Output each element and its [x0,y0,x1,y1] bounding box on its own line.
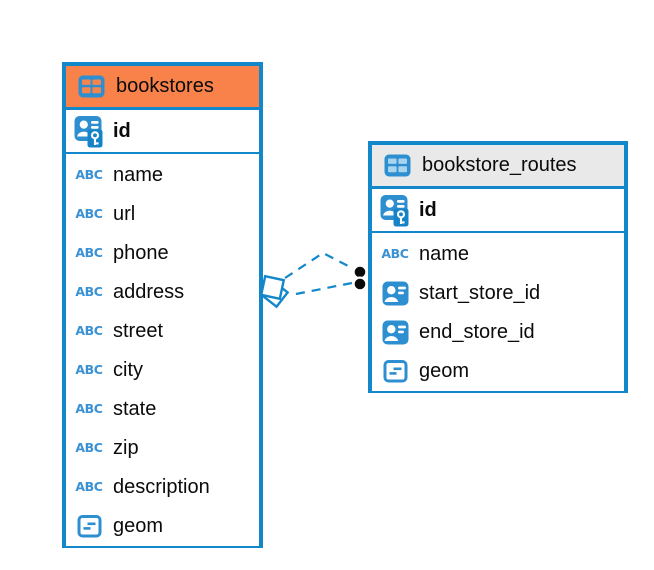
column-row[interactable]: ABC name [66,156,259,195]
text-icon: ABC [75,245,103,261]
text-icon: ABC [75,362,103,378]
table-icon [381,154,413,177]
text-icon: ABC [75,323,103,339]
column-row[interactable]: ABC name [372,235,624,274]
text-icon: ABC [75,284,103,300]
table-title: bookstore_routes [422,154,577,176]
text-icon: ABC [75,440,103,456]
column-label: end_store_id [419,321,535,343]
geometry-icon [73,514,105,539]
column-label: url [113,203,136,225]
person-key-icon [73,115,105,148]
person-key-icon [379,194,411,227]
relationship-line-end-store [295,281,353,296]
column-row[interactable]: ABC street [66,312,259,351]
column-label: city [113,359,143,381]
table-header-bookstores[interactable]: bookstores [66,66,259,110]
many-end-diamond-marker [259,274,290,309]
table-bookstore-routes[interactable]: bookstore_routes id ABC name start_store_i… [368,141,628,393]
text-icon: ABC [75,206,103,222]
column-label: geom [113,515,164,537]
text-icon: ABC [381,246,409,262]
one-end-dot-marker [352,276,368,292]
table-title: bookstores [116,75,214,97]
column-label: id [113,119,131,142]
column-label: geom [419,360,470,382]
column-label: id [419,198,437,221]
column-row[interactable]: ABC phone [66,234,259,273]
column-label: phone [113,242,169,264]
column-row[interactable]: ABC description [66,468,259,507]
column-label: street [113,320,164,342]
column-row[interactable]: ABC url [66,195,259,234]
column-row-primary-key[interactable]: id [372,189,624,233]
column-row[interactable]: ABC state [66,390,259,429]
column-row[interactable]: ABC city [66,351,259,390]
column-label: address [113,281,185,303]
one-end-dot-marker [352,264,368,280]
person-ref-icon [379,320,411,345]
person-ref-icon [379,281,411,306]
column-row[interactable]: ABC address [66,273,259,312]
column-row[interactable]: start_store_id [372,274,624,313]
column-label: zip [113,437,139,459]
column-row[interactable]: geom [372,352,624,391]
text-icon: ABC [75,401,103,417]
column-label: start_store_id [419,282,541,304]
column-row[interactable]: ABC zip [66,429,259,468]
column-row[interactable]: end_store_id [372,313,624,352]
column-label: description [113,476,210,498]
relationship-line-start-store [284,251,355,279]
table-header-bookstore-routes[interactable]: bookstore_routes [372,145,624,189]
text-icon: ABC [75,167,103,183]
column-label: name [113,164,164,186]
column-label: state [113,398,157,420]
text-icon: ABC [75,479,103,495]
table-icon [75,75,107,98]
geometry-icon [379,359,411,384]
column-label: name [419,243,470,265]
column-row-primary-key[interactable]: id [66,110,259,154]
column-row[interactable]: geom [66,507,259,546]
